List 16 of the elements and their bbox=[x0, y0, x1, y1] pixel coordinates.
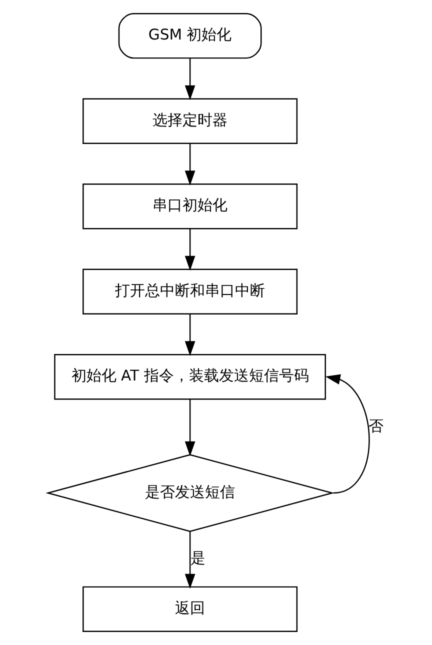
node-box: GSM 初始化 bbox=[118, 12, 262, 59]
node-diamond: 是否发送短信 bbox=[46, 454, 335, 532]
edge-label: 是 bbox=[190, 550, 206, 567]
arrow bbox=[184, 144, 196, 186]
arrow bbox=[184, 228, 196, 271]
arrow bbox=[325, 374, 370, 494]
node-box: 选择定时器 bbox=[82, 98, 298, 144]
node-box: 打开总中断和串口中断 bbox=[82, 268, 298, 314]
node-box: 串口初始化 bbox=[82, 183, 298, 230]
node-box: 初始化 AT 指令，装载发送短信号码 bbox=[54, 354, 326, 400]
edge-label: 否 bbox=[368, 418, 384, 435]
arrow bbox=[184, 531, 196, 589]
arrow bbox=[184, 58, 196, 100]
node-box: 返回 bbox=[82, 586, 298, 632]
arrow bbox=[184, 314, 196, 356]
arrow bbox=[184, 399, 196, 456]
